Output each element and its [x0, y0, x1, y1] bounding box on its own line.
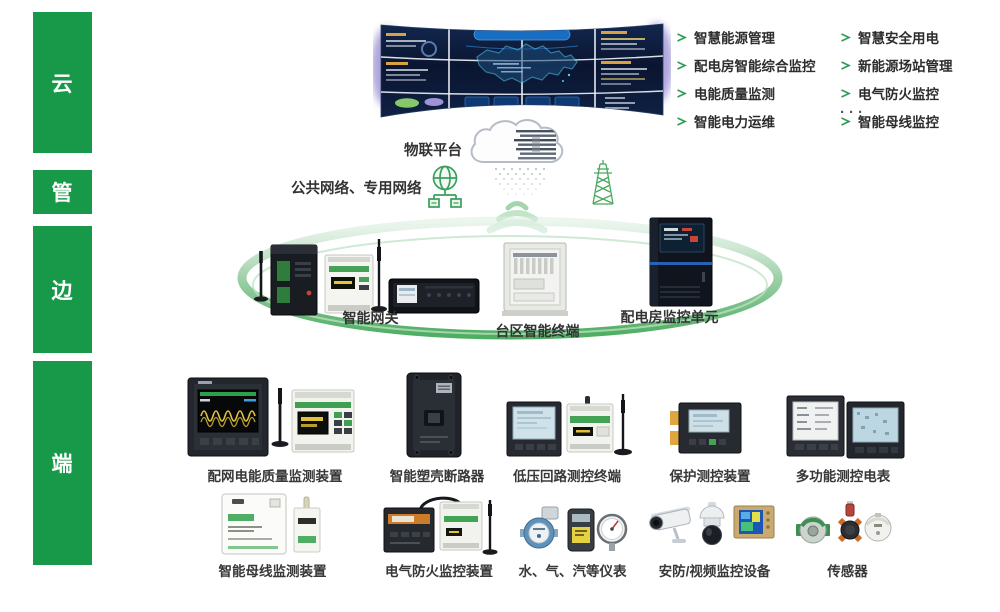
- arrow-bullet-icon: [677, 88, 687, 98]
- terminal-label: 智能母线监测装置: [218, 564, 327, 579]
- layer-terminal: 端: [33, 361, 92, 565]
- feature-label: 配电房智能综合监控: [694, 59, 816, 74]
- room-monitor-label: 配电房监控单元: [620, 309, 719, 325]
- terminal-label: 电气防火监控装置: [385, 564, 493, 579]
- cloud-icon: [470, 119, 564, 234]
- arrow-bullet-icon: [677, 32, 687, 42]
- cloud-rain-dots: [495, 168, 545, 195]
- feature-label: 智能母线监控: [858, 115, 939, 130]
- iot-platform-label: 物联平台: [404, 143, 462, 159]
- feature-item: 智能电力运维: [676, 111, 816, 131]
- terminal-label: 保护测控装置: [669, 469, 751, 484]
- feature-label: 电气防火监控: [858, 87, 939, 102]
- power-quality-monitor-illustration: [187, 377, 355, 457]
- feature-label: 电能质量监测: [694, 87, 775, 102]
- feature-label: 智慧能源管理: [694, 31, 775, 46]
- layer-pipe-label: 管: [51, 182, 74, 205]
- dashboard-videowall: [373, 23, 671, 118]
- terminal-label: 安防/视频监控设备: [658, 564, 771, 579]
- arrow-bullet-icon: [841, 60, 851, 70]
- feature-item: 配电房智能综合监控: [676, 55, 816, 75]
- wall-left-panel-text: [386, 33, 437, 81]
- feature-list-2: 智慧安全用电 新能源场站管理 电气防火监控 智能母线监控: [840, 27, 953, 131]
- layer-edge: 边: [33, 226, 92, 353]
- protection-device-illustration: [670, 402, 742, 454]
- terminal-label: 低压回路测控终端: [513, 469, 621, 484]
- terminal-label: 水、气、汽等仪表: [518, 564, 627, 579]
- arrow-bullet-icon: [841, 88, 851, 98]
- cloud-data-stripes: [514, 130, 556, 160]
- utility-meters-illustration: [520, 506, 628, 552]
- district-terminal-illustration: [502, 242, 568, 316]
- terminal-label: 多功能测控电表: [795, 469, 891, 484]
- feature-label: 智慧安全用电: [858, 31, 939, 46]
- feature-item: 智慧能源管理: [676, 27, 816, 47]
- busbar-monitor-illustration: [221, 493, 321, 555]
- feature-label: 新能源场站管理: [858, 59, 953, 74]
- layer-edge-label: 边: [51, 279, 74, 303]
- feature-item: 智能母线监控: [840, 111, 953, 131]
- feature-item: 智慧安全用电: [840, 27, 953, 47]
- wall-pie-green: [395, 98, 419, 108]
- terminal-label: 配网电能质量监测装置: [207, 469, 343, 484]
- gateway-label: 智能网关: [342, 310, 399, 326]
- power-tower-icon: [592, 160, 614, 205]
- sensors-illustration: [796, 501, 892, 544]
- feature-item: 电气防火监控: [840, 83, 953, 103]
- layer-cloud-label: 云: [51, 72, 74, 96]
- layer-terminal-label: 端: [51, 453, 74, 476]
- circuit-breaker-illustration: [406, 372, 462, 458]
- feature-label: 智能电力运维: [694, 115, 775, 130]
- terminal-label: 智能塑壳断路器: [389, 469, 485, 484]
- room-monitor-illustration: [649, 217, 713, 307]
- network-globe-icon: [428, 165, 462, 208]
- wall-right-panel-text: [601, 31, 647, 85]
- lv-circuit-terminal-illustration: [506, 394, 632, 457]
- gateway-device-illustration: [254, 239, 480, 316]
- layer-pipe: 管: [33, 170, 92, 214]
- feature-item: 电能质量监测: [676, 83, 816, 103]
- arrow-bullet-icon: [841, 116, 851, 126]
- feature-more-dots: ···: [840, 104, 867, 121]
- district-terminal-label: 台区智能终端: [495, 323, 580, 339]
- layer-cloud: 云: [33, 12, 92, 153]
- edge-ring: [237, 216, 783, 340]
- network-label: 公共网络、专用网络: [291, 181, 422, 197]
- china-map: [476, 43, 578, 84]
- wall-pie-purple: [424, 98, 444, 106]
- feature-item: 新能源场站管理: [840, 55, 953, 75]
- feature-list-1: 智慧能源管理 配电房智能综合监控 电能质量监测 智能电力运维: [676, 27, 816, 131]
- security-cameras-illustration: [649, 502, 775, 545]
- arrow-bullet-icon: [677, 60, 687, 70]
- terminal-label: 传感器: [827, 564, 868, 579]
- arrow-bullet-icon: [677, 116, 687, 126]
- fire-monitor-illustration: [383, 496, 498, 555]
- arrow-bullet-icon: [841, 32, 851, 42]
- multifunction-meter-illustration: [786, 395, 905, 459]
